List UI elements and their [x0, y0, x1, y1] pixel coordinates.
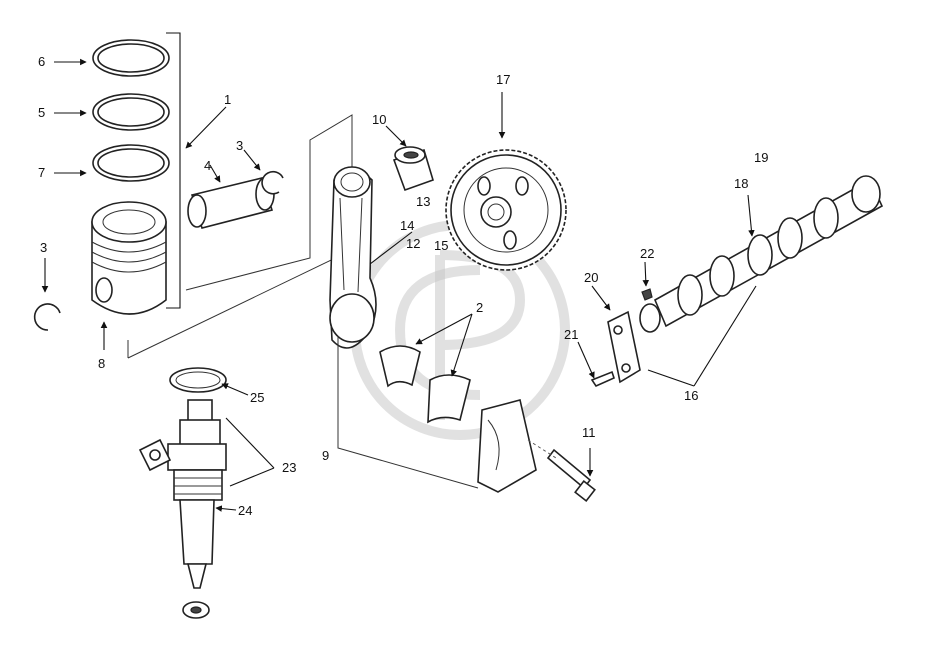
piston-pin	[187, 177, 275, 229]
injector-fitting	[138, 438, 172, 472]
piston-ring-second	[92, 93, 170, 131]
callout-19: 19	[754, 150, 768, 165]
injector	[167, 399, 227, 589]
piston-ring-oil	[92, 144, 170, 182]
piston	[91, 201, 167, 315]
alignment-lines	[127, 114, 353, 359]
callout-9: 9	[322, 448, 329, 463]
callout-25: 25	[250, 390, 264, 405]
callout-14: 14	[400, 218, 414, 233]
callout-17: 17	[496, 72, 510, 87]
camshaft-gear	[445, 149, 567, 271]
callout-22: 22	[640, 246, 654, 261]
circlip-left	[33, 303, 61, 331]
callout-16: 16	[684, 388, 698, 403]
callout-3-left: 3	[40, 240, 47, 255]
callout-4: 4	[204, 158, 211, 173]
callout-15: 15	[434, 238, 448, 253]
callout-10: 10	[372, 112, 386, 127]
callout-12: 12	[406, 236, 420, 251]
callout-labels: 6 5 7 1 3 4 3 8 10 17 13 14 12 15 2 19 1…	[38, 54, 768, 518]
rod-group-line	[337, 336, 479, 489]
rod-cap	[477, 399, 537, 493]
injector-washer	[182, 601, 210, 619]
callout-23: 23	[282, 460, 296, 475]
rod-bolt	[546, 448, 596, 502]
bearing-shell-upper	[379, 345, 421, 388]
callout-8: 8	[98, 356, 105, 371]
camshaft	[639, 175, 884, 333]
callout-20: 20	[584, 270, 598, 285]
thrust-plate	[607, 310, 641, 384]
injector-seal-ring	[169, 367, 227, 393]
woodruff-key	[641, 288, 653, 301]
connecting-rod	[329, 166, 377, 349]
callout-21: 21	[564, 327, 578, 342]
thrust-screw	[590, 370, 615, 388]
callout-2: 2	[476, 300, 483, 315]
callout-5: 5	[38, 105, 45, 120]
callout-3-right: 3	[236, 138, 243, 153]
callout-24: 24	[238, 503, 252, 518]
callout-18: 18	[734, 176, 748, 191]
circlip-right	[261, 170, 284, 195]
callout-13: 13	[416, 194, 430, 209]
bearing-shell-lower	[427, 374, 471, 424]
piston-ring-top	[92, 39, 170, 77]
leader-lines	[41, 58, 757, 512]
callout-7: 7	[38, 165, 45, 180]
group-bracket	[166, 32, 181, 309]
callout-6: 6	[38, 54, 45, 69]
small-end-bushing	[392, 146, 434, 192]
callout-11: 11	[582, 425, 596, 440]
callout-1: 1	[224, 92, 231, 107]
